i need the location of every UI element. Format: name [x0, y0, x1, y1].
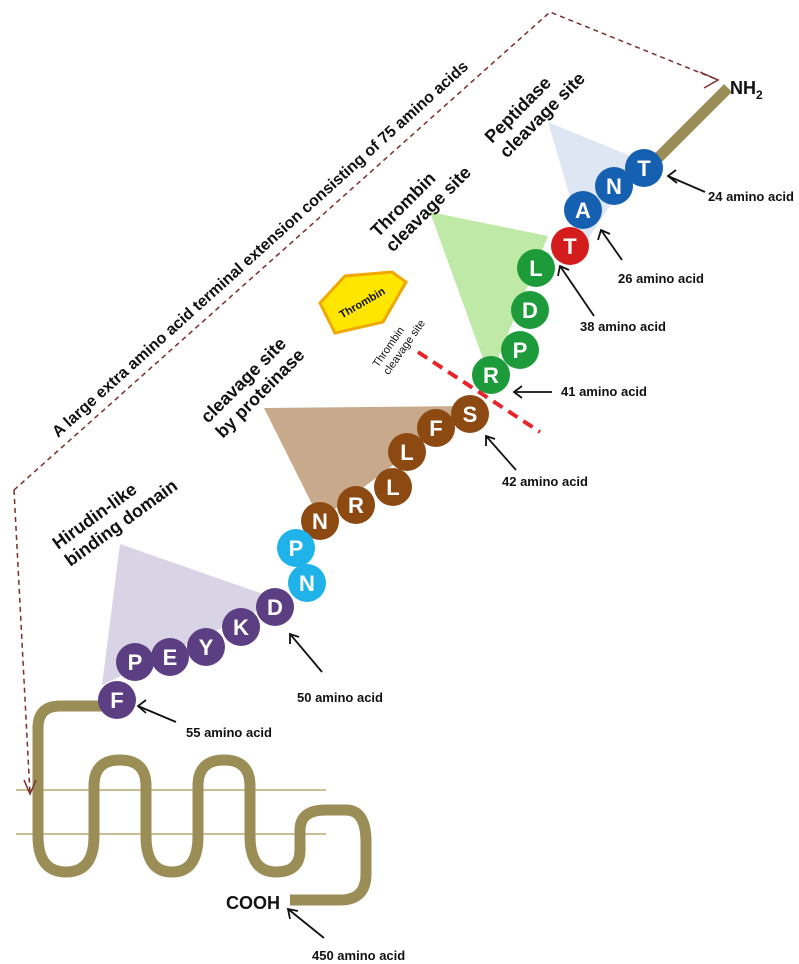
residue-letter-1: T: [637, 156, 651, 181]
residue-bead-3: [564, 191, 602, 229]
residue-bead-8: [472, 356, 510, 394]
residue-letter-3: A: [575, 198, 591, 223]
residue-bead-5: [517, 249, 555, 287]
arrowhead-42: [485, 434, 496, 446]
arrowhead-50: [289, 632, 300, 644]
residue-letter-8: R: [483, 363, 499, 388]
residue-bead-14: [301, 502, 339, 540]
annotation-arrows: [136, 169, 706, 939]
arrow-55: [137, 705, 177, 723]
n-terminal-backbone: [644, 84, 732, 172]
annotation-26: 26 amino acid: [618, 271, 704, 286]
residue-bead-4: [551, 227, 589, 265]
arrowhead-450: [286, 907, 299, 920]
n-terminus-subscript: 2: [756, 88, 763, 102]
arrow-38: [559, 265, 595, 317]
residue-bead-12: [374, 468, 412, 506]
thrombin-cut-line: [416, 350, 542, 434]
residue-letter-22: F: [110, 688, 123, 713]
residue-letter-15: P: [289, 536, 304, 561]
residue-bead-1: [625, 149, 663, 187]
residue-bead-18: [222, 608, 260, 646]
arrowhead-24: [666, 169, 678, 184]
residue-letter-19: Y: [199, 635, 214, 660]
arrowhead-41: [512, 385, 523, 399]
arrowhead-26: [597, 228, 611, 241]
residue-bead-16: [288, 564, 326, 602]
arrowhead-55: [136, 699, 147, 714]
residue-bead-7: [501, 331, 539, 369]
residue-bead-9: [451, 395, 489, 433]
residue-bead-10: [417, 409, 455, 447]
residue-letter-5: L: [529, 256, 542, 281]
annotation-41: 41 amino acid: [561, 384, 647, 399]
annotation-24: 24 amino acid: [708, 189, 794, 204]
residue-letter-2: N: [606, 174, 622, 199]
extension-drop: [13, 489, 31, 795]
thrombin-region: [430, 212, 548, 378]
annotation-42: 42 amino acid: [502, 474, 588, 489]
residue-letter-20: E: [163, 645, 178, 670]
residue-letter-10: F: [429, 416, 442, 441]
arrow-42: [485, 435, 517, 471]
residue-letter-18: K: [233, 615, 249, 640]
residue-bead-13: [337, 486, 375, 524]
n-terminus-label: NH2: [730, 78, 763, 102]
extension-bracket: [13, 11, 719, 491]
residue-letter-12: L: [386, 475, 399, 500]
arrowhead-38: [557, 264, 570, 277]
c-terminus-label: COOH: [226, 893, 280, 913]
residue-bead-11: [388, 433, 426, 471]
residue-letter-4: T: [563, 234, 577, 259]
residue-letter-7: P: [513, 338, 528, 363]
annotation-55: 55 amino acid: [186, 725, 272, 740]
residue-bead-6: [511, 291, 549, 329]
extension-arrowhead-c: [23, 779, 37, 796]
residue-bead-17: [256, 588, 294, 626]
residue-letter-14: N: [312, 509, 328, 534]
arrow-24: [667, 175, 706, 193]
residue-letter-13: R: [348, 493, 364, 518]
thrombin-enzyme-shape: [318, 270, 408, 335]
hirudin-label: Hirudin-like binding domain: [49, 458, 181, 570]
annotation-450: 450 amino acid: [312, 948, 405, 963]
extension-arrowhead-n: [699, 71, 720, 89]
arrow-50: [289, 633, 323, 673]
arrow-450: [287, 908, 325, 939]
residue-bead-2: [595, 167, 633, 205]
residue-letter-16: N: [299, 571, 315, 596]
transmembrane-backbone: [32, 700, 372, 906]
residue-bead-15: [277, 529, 315, 567]
annotation-38: 38 amino acid: [580, 319, 666, 334]
residue-bead-20: [151, 638, 189, 676]
residue-letter-6: D: [522, 298, 538, 323]
residue-bead-21: [116, 643, 154, 681]
residue-bead-19: [187, 628, 225, 666]
residue-letter-21: P: [128, 650, 143, 675]
annotation-50: 50 amino acid: [297, 690, 383, 705]
residue-letter-9: S: [463, 402, 478, 427]
arrow-26: [600, 229, 623, 261]
peptidase-region: [548, 122, 640, 245]
residue-bead-22: [98, 681, 136, 719]
n-terminus-text: NH: [730, 78, 756, 98]
residue-letter-17: D: [267, 595, 283, 620]
residue-letter-11: L: [400, 440, 413, 465]
